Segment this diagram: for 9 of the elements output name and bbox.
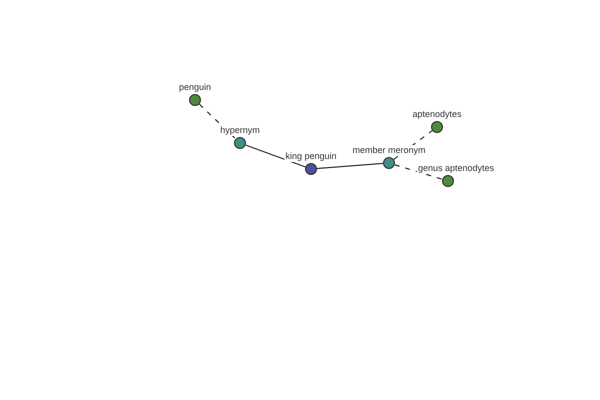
node-label: king penguin [284, 151, 338, 162]
node-label: aptenodytes [411, 109, 463, 120]
node-label: hypernym [219, 125, 261, 136]
dashed-connector [394, 164, 443, 180]
connector [316, 162, 384, 170]
node-label: penguin [178, 82, 212, 93]
connector [245, 144, 306, 168]
node-label: genus aptenodytes [416, 163, 496, 174]
node-label: member meronym [352, 145, 426, 156]
